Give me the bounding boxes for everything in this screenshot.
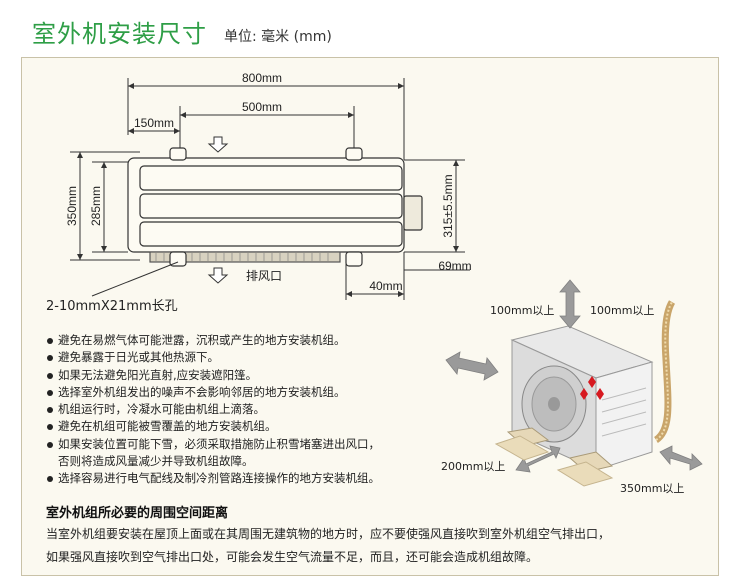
clearance-body-line: 如果强风直接吹到空气排出口处，可能会发生空气流量不足，而且，还可能会造成机组故障… — [46, 550, 539, 564]
dim-right-offset: 69mm — [438, 259, 471, 273]
dim-height-right: 315±5.5mm — [441, 174, 455, 237]
clearance-label-bottom-right: 350mm以上 — [620, 482, 685, 495]
note-item: 选择容易进行电气配线及制冷剂管路连接操作的地方安装机组。 — [46, 470, 380, 487]
dim-width-total: 800mm — [242, 71, 282, 85]
unit-label: 单位: 毫米 (mm) — [224, 29, 332, 45]
note-item: 避免在机组可能被雪覆盖的地方安装机组。 — [46, 418, 380, 435]
outlet-label: 排风口 — [246, 269, 282, 283]
hole-note: 2-10mmX21mm长孔 — [46, 299, 178, 314]
dim-height-total: 350mm — [65, 186, 79, 226]
outdoor-unit-illustration — [506, 300, 676, 473]
unit-top-view — [127, 147, 423, 267]
note-item: 避免在易燃气体可能泄露，沉积或产生的地方安装机组。 — [46, 332, 380, 349]
clearance-arrow-top-icon — [559, 279, 581, 329]
note-item: 避免暴露于日光或其他热源下。 — [46, 349, 380, 366]
dim-height-inner: 285mm — [89, 186, 103, 226]
clearance-section-body: 当室外机组要安装在屋顶上面或在其周围无建筑物的地方时，应不要使强风直接吹到室外机… — [46, 523, 610, 569]
clearance-label-top-right: 100mm以上 — [590, 304, 655, 317]
clearance-body-line: 当室外机组要安装在屋顶上面或在其周围无建筑物的地方时，应不要使强风直接吹到室外机… — [46, 527, 611, 541]
content-panel — [21, 57, 719, 576]
dim-bottom-offset: 40mm — [369, 279, 402, 293]
dim-width-holes: 500mm — [242, 100, 282, 114]
clearance-section-title: 室外机组所必要的周围空间距离 — [46, 506, 229, 521]
note-item: 选择室外机组发出的噪声不会影响邻居的地方安装机组。 — [46, 384, 380, 401]
clearance-arrow-left-icon — [445, 351, 499, 381]
airflow-out-arrow-icon — [207, 267, 229, 284]
airflow-in-arrow-icon — [207, 136, 229, 153]
clearance-label-bottom-left: 200mm以上 — [441, 460, 506, 473]
clearance-label-top-left: 100mm以上 — [490, 304, 555, 317]
brand-logo-icon — [580, 376, 604, 400]
note-item: 如果安装位置可能下雪，必须采取措施防止积雪堵塞进出风口， — [46, 436, 380, 453]
note-item: 如果无法避免阳光直射,应安装遮阳篷。 — [46, 367, 380, 384]
installation-notes: 避免在易燃气体可能泄露，沉积或产生的地方安装机组。 避免暴露于日光或其他热源下。… — [46, 332, 380, 488]
clearance-arrow-right-icon — [659, 445, 703, 471]
dim-offset-left: 150mm — [134, 116, 174, 130]
clearance-arrow-bottom-left-icon — [515, 445, 561, 473]
note-item-continuation: 否则将造成风量减少并导致机组故障。 — [58, 454, 254, 469]
page-title: 室外机安装尺寸 — [32, 20, 207, 48]
note-item: 机组运行时，冷凝水可能由机组上滴落。 — [46, 401, 380, 418]
